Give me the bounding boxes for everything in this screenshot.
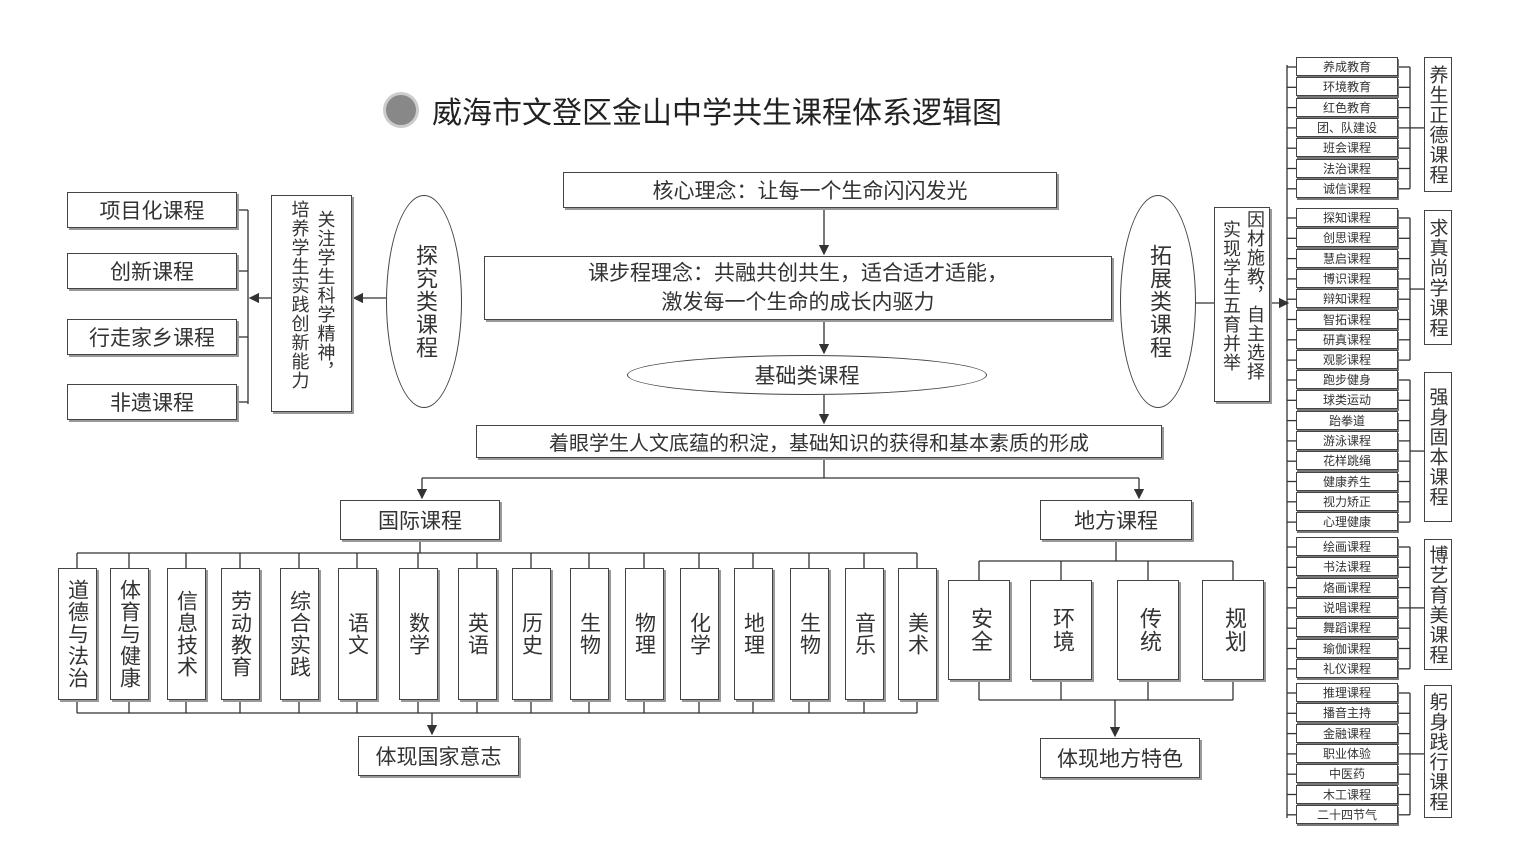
extension-item: 博识课程 <box>1296 268 1398 288</box>
local-subject-box: 规划 <box>1202 580 1264 680</box>
extension-item: 慧启课程 <box>1296 248 1398 268</box>
inquiry-course-box: 行走家乡课程 <box>67 319 237 355</box>
extension-item: 推理课程 <box>1296 683 1398 702</box>
extension-item: 烙画课程 <box>1296 577 1398 597</box>
extension-item: 礼仪课程 <box>1296 658 1398 678</box>
extension-item: 研真课程 <box>1296 329 1398 349</box>
extension-item: 诚信课程 <box>1296 178 1398 198</box>
extension-item: 花样跳绳 <box>1296 451 1398 471</box>
inquiry-course-box: 创新课程 <box>67 253 237 289</box>
subject-box: 英语 <box>458 568 497 700</box>
extension-item: 金融课程 <box>1296 723 1398 743</box>
local-courses-box: 地方课程 <box>1040 500 1192 540</box>
subject-box: 美术 <box>898 568 937 700</box>
basic-goal-box: 着眼学生人文底蕴的积淀，基础知识的获得和基本素质的形成 <box>476 425 1162 458</box>
extension-goal-line: 实现学生五育并举 <box>1220 219 1241 372</box>
extension-item: 视力矫正 <box>1296 491 1398 511</box>
extension-item: 木工课程 <box>1296 784 1398 804</box>
extension-group-label: 博艺育美课程 <box>1424 539 1452 670</box>
extension-item: 职业体验 <box>1296 743 1398 763</box>
inquiry-goal-line: 培养学生实践创新能力 <box>288 200 310 390</box>
core-concept-box: 核心理念：让每一个生命闪闪发光 <box>563 172 1057 208</box>
extension-item: 环境教育 <box>1296 77 1398 97</box>
inquiry-course-box: 非遗课程 <box>67 384 237 420</box>
extension-group-label: 躬身践行课程 <box>1424 685 1452 818</box>
extension-group-label: 强身固本课程 <box>1424 372 1452 522</box>
extension-item: 探知课程 <box>1296 208 1398 227</box>
extension-item: 养成教育 <box>1296 57 1398 76</box>
subject-box: 历史 <box>512 568 551 700</box>
extension-item: 书法课程 <box>1296 557 1398 577</box>
extension-item: 球类运动 <box>1296 390 1398 410</box>
extension-goal-line: 因材施教，自主选择 <box>1244 210 1265 381</box>
inquiry-course-box: 项目化课程 <box>67 192 237 228</box>
subject-box: 综合实践 <box>280 568 319 700</box>
philosophy-box: 课步程理念：共融共创共生，适合适才适能， 激发每一个生命的成长内驱力 <box>484 256 1112 320</box>
subject-box: 语文 <box>338 568 377 700</box>
local-subject-box: 环境 <box>1030 580 1092 680</box>
local-features-box: 体现地方特色 <box>1040 738 1200 778</box>
page-title: 威海市文登区金山中学共生课程体系逻辑图 <box>432 96 1002 131</box>
extension-item: 舞蹈课程 <box>1296 618 1398 638</box>
extension-item: 播音主持 <box>1296 703 1398 723</box>
subject-box: 体育与健康 <box>110 568 149 700</box>
local-subject-box: 安全 <box>948 580 1010 680</box>
extension-group-label: 求真尚学课程 <box>1424 210 1452 345</box>
inquiry-courses-ellipse: 探究类课程 <box>386 195 462 408</box>
extension-item: 辩知课程 <box>1296 289 1398 309</box>
basic-courses-ellipse: 基础类课程 <box>627 355 987 395</box>
extension-goal-box: 因材施教，自主选择实现学生五育并举 <box>1214 207 1270 402</box>
extension-courses-ellipse: 拓展类课程 <box>1120 195 1196 408</box>
school-logo-icon <box>383 92 419 128</box>
philosophy-line: 激发每一个生命的成长内驱力 <box>661 290 935 314</box>
subject-box: 信息技术 <box>167 568 206 700</box>
extension-item: 绘画课程 <box>1296 537 1398 556</box>
extension-item: 瑜伽课程 <box>1296 638 1398 658</box>
extension-item: 创思课程 <box>1296 228 1398 248</box>
subject-box: 道德与法治 <box>58 568 97 700</box>
extension-item: 跆拳道 <box>1296 410 1398 430</box>
local-subject-box: 传统 <box>1117 580 1179 680</box>
subject-box: 化学 <box>680 568 719 700</box>
extension-item: 游泳课程 <box>1296 430 1398 450</box>
subject-box: 劳动教育 <box>221 568 260 700</box>
extension-item: 说唱课程 <box>1296 597 1398 617</box>
extension-item: 团、队建设 <box>1296 117 1398 137</box>
extension-item: 中医药 <box>1296 764 1398 784</box>
philosophy-line: 课步程理念：共融共创共生，适合适才适能， <box>588 261 1008 285</box>
extension-item: 跑步健身 <box>1296 370 1398 389</box>
subject-box: 数学 <box>399 568 438 700</box>
extension-item: 法治课程 <box>1296 158 1398 178</box>
inquiry-goal-box: 关注学生科学精神，培养学生实践创新能力 <box>271 195 352 412</box>
extension-group-label: 养生正德课程 <box>1424 57 1452 192</box>
subject-box: 音乐 <box>845 568 884 700</box>
inquiry-goal-line: 关注学生科学精神， <box>314 209 336 381</box>
extension-item: 健康养生 <box>1296 471 1398 491</box>
extension-item: 二十四节气 <box>1296 804 1398 824</box>
extension-item: 观影课程 <box>1296 350 1398 370</box>
subject-box: 生物 <box>570 568 609 700</box>
extension-item: 班会课程 <box>1296 138 1398 158</box>
extension-item: 心理健康 <box>1296 512 1398 532</box>
extension-item: 智拓课程 <box>1296 309 1398 329</box>
national-will-box: 体现国家意志 <box>358 736 519 776</box>
extension-item: 红色教育 <box>1296 97 1398 117</box>
international-courses-box: 国际课程 <box>340 500 500 540</box>
subject-box: 物理 <box>625 568 664 700</box>
subject-box: 地理 <box>734 568 773 700</box>
subject-box: 生物 <box>790 568 829 700</box>
